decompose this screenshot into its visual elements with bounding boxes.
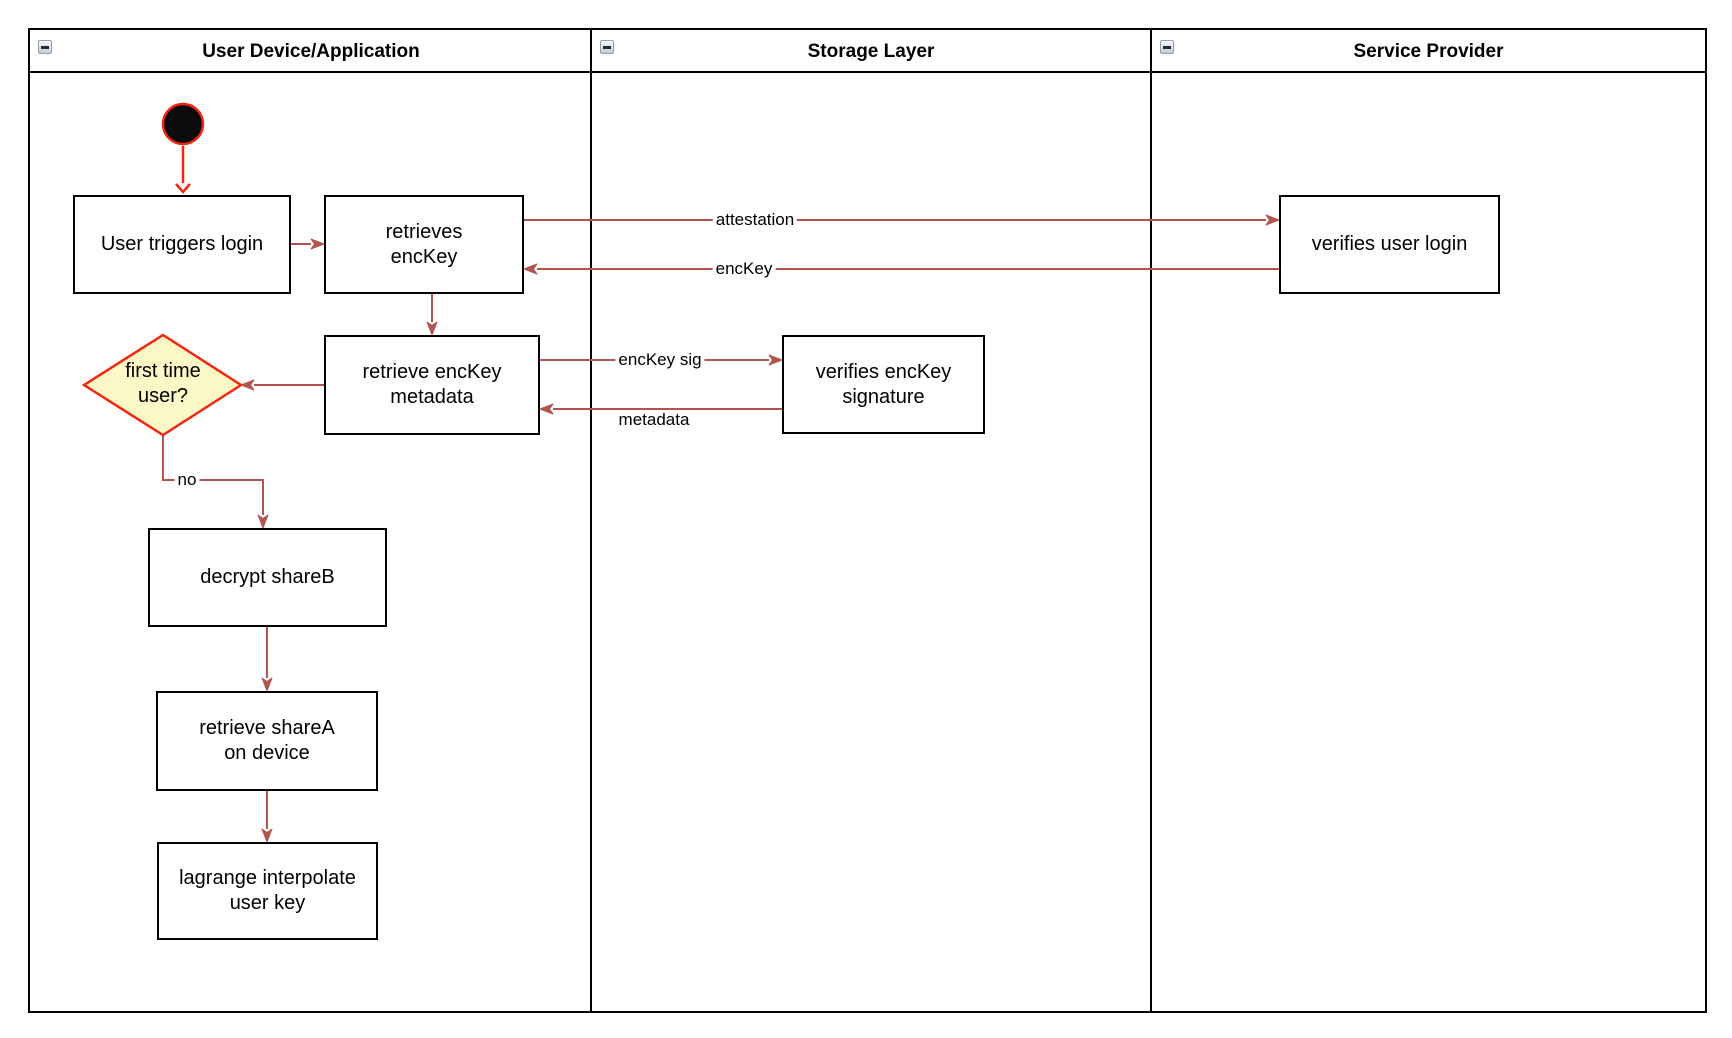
node-verifies-enckey-signature[interactable]: verifies encKey signature — [782, 335, 985, 434]
swimlane-diagram: User Device/Application Storage Layer Se… — [28, 28, 1707, 1013]
collapse-icon[interactable] — [1160, 40, 1174, 54]
node-retrieve-sharea-on-device[interactable]: retrieve shareA on device — [156, 691, 378, 791]
lane-title-service-provider: Service Provider — [1353, 41, 1504, 62]
lane-divider — [1150, 30, 1152, 1011]
collapse-icon[interactable] — [38, 40, 52, 54]
decision-first-time-user[interactable] — [81, 333, 244, 437]
lane-header-band — [30, 30, 1705, 73]
node-decrypt-shareb[interactable]: decrypt shareB — [148, 528, 387, 627]
node-verifies-user-login[interactable]: verifies user login — [1279, 195, 1500, 294]
lane-title-storage-layer: Storage Layer — [807, 41, 935, 62]
edge-label-attestation: attestation — [712, 210, 798, 230]
decision-label: first time user? — [125, 360, 201, 407]
lane-divider — [590, 30, 592, 1011]
edge-no-branch — [162, 435, 269, 529]
edge-label-no: no — [174, 470, 200, 490]
node-retrieve-enckey-metadata[interactable]: retrieve encKey metadata — [324, 335, 540, 435]
connector-layer — [81, 102, 1280, 843]
edge-label-enckey: encKey — [712, 259, 776, 279]
edge-label-enckey-sig: encKey sig — [615, 350, 705, 370]
lane-title-user-device: User Device/Application — [202, 41, 420, 62]
node-lagrange-interpolate-user-key[interactable]: lagrange interpolate user key — [157, 842, 378, 940]
start-node[interactable] — [161, 102, 205, 146]
node-user-triggers-login[interactable]: User triggers login — [73, 195, 291, 294]
edge-label-metadata: metadata — [615, 410, 693, 430]
collapse-icon[interactable] — [600, 40, 614, 54]
node-retrieves-enckey[interactable]: retrieves encKey — [324, 195, 524, 294]
